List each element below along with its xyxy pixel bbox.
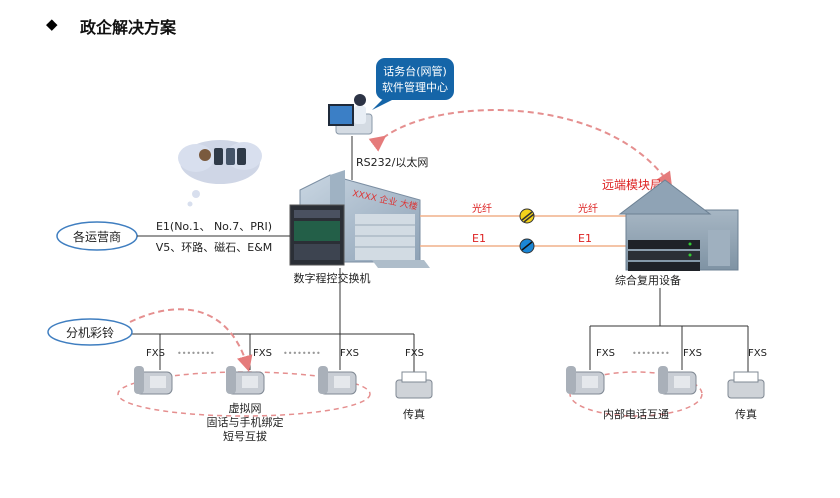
fxs-label-7: FXS [748, 348, 767, 359]
mux-label: 综合复用设备 [615, 273, 681, 287]
mobile-phones-cloud [178, 140, 262, 207]
internal-call-label: 内部电话互通 [603, 407, 669, 421]
virtual-net-line2: 固话与手机绑定 [207, 415, 284, 429]
dots-left-1: •••••••• [177, 349, 215, 358]
trunk-line1: E1(No.1、 No.7、PRI) [156, 220, 272, 233]
fxs-label-1: FXS [146, 348, 165, 359]
phone-icon-5 [658, 366, 697, 395]
virtual-net-line3: 短号互拔 [223, 429, 267, 443]
page-title: 政企解决方案 [80, 18, 177, 37]
operators-label: 各运营商 [73, 229, 121, 244]
remote-office-label: 远端模块局 [602, 178, 662, 192]
fxs-label-3: FXS [340, 348, 359, 359]
console-operator-icon [328, 94, 373, 135]
e1-connector-icon [519, 238, 535, 254]
virtual-net-ring [117, 371, 371, 417]
phone-icon-4 [566, 366, 605, 395]
console-label-line2: 软件管理中心 [382, 80, 448, 94]
e1-left-label: E1 [472, 232, 486, 245]
pbx-label: 数字程控交换机 [294, 271, 371, 285]
operators-cloud: 各运营商 [56, 221, 138, 251]
console-label-line1: 话务台(网管) [383, 64, 447, 78]
fiber-connector-icon [519, 208, 535, 224]
phone-icon-2 [226, 366, 265, 395]
dots-left-2: •••••••• [283, 349, 321, 358]
e1-right-label: E1 [578, 232, 592, 245]
console-label-bubble: 话务台(网管) 软件管理中心 [372, 58, 454, 110]
mgmt-link-arc [368, 109, 673, 189]
console-link-label: RS232/以太网 [356, 156, 428, 169]
trunk-line2: V5、环路、磁石、E&M [156, 241, 273, 254]
pbx-switch-icon [289, 204, 345, 266]
ringback-label: 分机彩铃 [66, 325, 114, 340]
fiber-right-label: 光纤 [578, 202, 598, 215]
fxs-label-2: FXS [253, 348, 272, 359]
phone-icon-3 [318, 366, 357, 395]
fxs-label-4: FXS [405, 348, 424, 359]
virtual-net-line1: 虚拟网 [229, 401, 262, 415]
ringback-arc [129, 308, 253, 372]
fxs-label-6: FXS [683, 348, 702, 359]
fax-left-label: 传真 [403, 407, 425, 421]
ringback-cloud: 分机彩铃 [47, 318, 133, 346]
fax-icon-right [727, 371, 765, 399]
dots-right: •••••••• [632, 349, 670, 358]
fax-icon-left [395, 371, 433, 399]
mux-device-icon [628, 240, 700, 271]
title-bullet: ◆ [46, 15, 58, 33]
phone-icon-1 [134, 366, 173, 395]
fax-right-label: 传真 [735, 407, 757, 421]
fiber-left-label: 光纤 [472, 202, 492, 215]
fxs-label-5: FXS [596, 348, 615, 359]
